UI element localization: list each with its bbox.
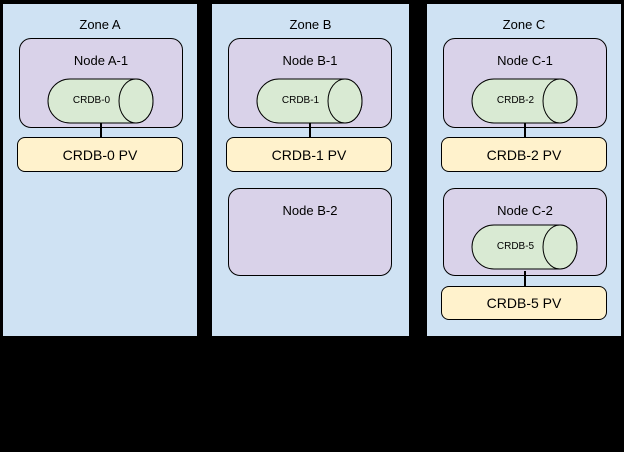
database-cylinder-icon — [47, 78, 154, 124]
connector-line — [524, 123, 526, 138]
node-c1: Node C-1 CRDB-2 — [443, 38, 607, 128]
crdb-0-label: CRDB-0 — [72, 95, 111, 106]
crdb-5-pv-label: CRDB-5 PV — [486, 295, 562, 311]
zone-b-label: Zone B — [289, 17, 332, 32]
node-b1-label: Node B-1 — [282, 53, 338, 68]
database-cylinder-icon — [471, 224, 578, 270]
crdb-5-pv: CRDB-5 PV — [441, 286, 607, 320]
crdb-5-pod: CRDB-5 — [471, 224, 578, 270]
node-c2-label: Node C-2 — [497, 203, 553, 218]
zone-c-label: Zone C — [502, 17, 546, 32]
node-a1: Node A-1 CRDB-0 — [19, 38, 183, 128]
database-cylinder-icon — [256, 78, 363, 124]
zone-b: Zone B Node B-1 CRDB-1 CRDB-1 PV Node B-… — [211, 3, 410, 337]
node-c2: Node C-2 CRDB-5 — [443, 188, 607, 276]
node-a1-label: Node A-1 — [73, 53, 129, 68]
zone-c: Zone C Node C-1 CRDB-2 CRDB-2 PV Node C-… — [426, 3, 622, 337]
crdb-0-pv-label: CRDB-0 PV — [62, 146, 138, 163]
node-b1: Node B-1 CRDB-1 — [228, 38, 392, 128]
crdb-1-pv-label: CRDB-1 PV — [271, 146, 347, 163]
crdb-0-pod: CRDB-0 — [47, 78, 154, 124]
crdb-1-label: CRDB-1 — [281, 95, 320, 106]
node-c1-label: Node C-1 — [497, 53, 553, 68]
crdb-0-pv: CRDB-0 PV — [17, 137, 183, 172]
connector-line — [524, 271, 526, 287]
crdb-2-pod: CRDB-2 — [471, 78, 578, 124]
crdb-2-pv-label: CRDB-2 PV — [486, 146, 562, 163]
connector-line — [100, 123, 102, 138]
zone-a: Zone A Node A-1 CRDB-0 CRDB-0 PV — [2, 3, 198, 337]
crdb-5-label: CRDB-5 — [496, 241, 535, 252]
crdb-2-label: CRDB-2 — [496, 95, 535, 106]
node-b2-label: Node B-2 — [282, 203, 338, 218]
zone-a-label: Zone A — [79, 17, 121, 32]
node-b2: Node B-2 — [228, 188, 392, 276]
crdb-1-pv: CRDB-1 PV — [226, 137, 392, 172]
crdb-2-pv: CRDB-2 PV — [441, 137, 607, 172]
connector-line — [309, 123, 311, 138]
database-cylinder-icon — [471, 78, 578, 124]
crdb-1-pod: CRDB-1 — [256, 78, 363, 124]
